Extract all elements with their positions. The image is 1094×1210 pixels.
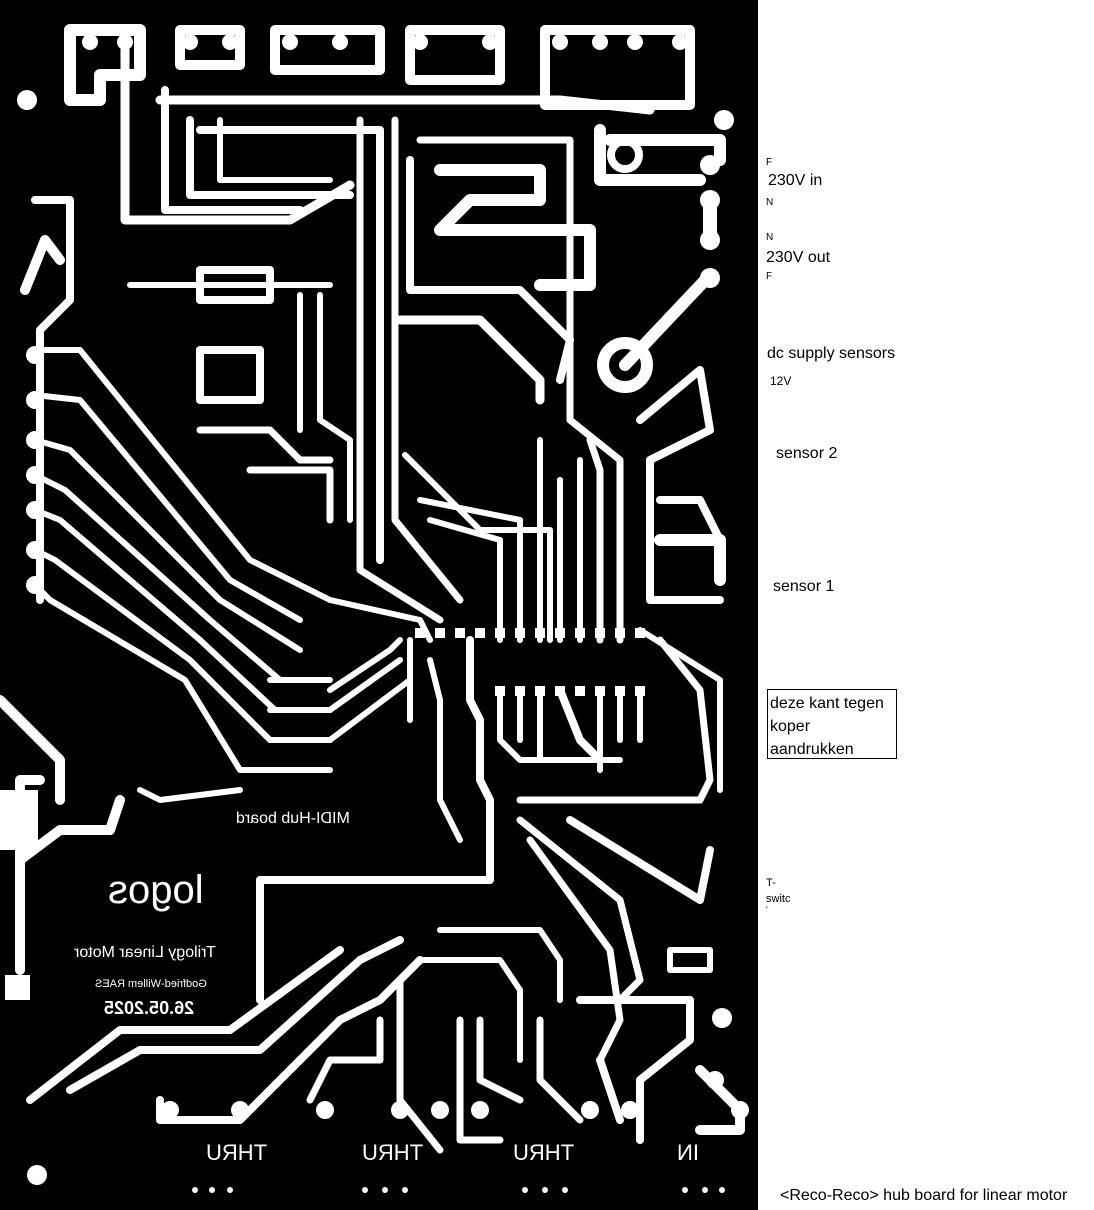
sensor2-label: sensor 2 xyxy=(776,445,838,462)
logo-text: logos xyxy=(108,868,204,912)
mains-out-label: 230V out xyxy=(766,249,831,266)
port-label-in: IN xyxy=(677,1140,699,1165)
author-label: Godfried-Willem RAES xyxy=(95,978,207,990)
mains-in-label: 230V in xyxy=(768,172,823,189)
note-line-2: koper xyxy=(770,718,811,735)
tswitch-label-line3: ' xyxy=(766,905,768,915)
mains-in-neutral-label: N xyxy=(766,197,774,208)
sensor1-label: sensor 1 xyxy=(773,578,835,595)
pcb-layout: MIDI-Hub board logos Trilogy Linear Moto… xyxy=(0,0,758,1210)
note-line-1: deze kant tegen xyxy=(770,695,884,712)
note-line-3: aandrukken xyxy=(770,741,854,758)
date-label: 26.05.2025 xyxy=(104,998,195,1018)
port-label-thru-3: THRU xyxy=(513,1140,575,1165)
port-label-thru-2: THRU xyxy=(362,1140,424,1165)
board-title-label: MIDI-Hub board xyxy=(236,810,350,827)
product-name: Trilogy Linear Motor xyxy=(74,944,216,961)
caption: <Reco-Reco> hub board for linear motor xyxy=(780,1187,1068,1204)
mains-out-phase-label: F xyxy=(766,271,773,282)
mounting-note-box: deze kant tegen koper aandrukken xyxy=(767,689,897,759)
port-label-thru-1: THRU xyxy=(206,1140,268,1165)
pcb-traces xyxy=(0,24,749,1193)
mains-in-phase-label: F xyxy=(766,157,773,168)
tswitch-label-line1: T- xyxy=(766,877,776,889)
dc-voltage-label: 12V xyxy=(770,374,792,388)
mains-out-neutral-label: N xyxy=(766,232,774,243)
tswitch-label-line2: switc xyxy=(766,893,791,905)
dc-supply-label: dc supply sensors xyxy=(767,345,896,362)
